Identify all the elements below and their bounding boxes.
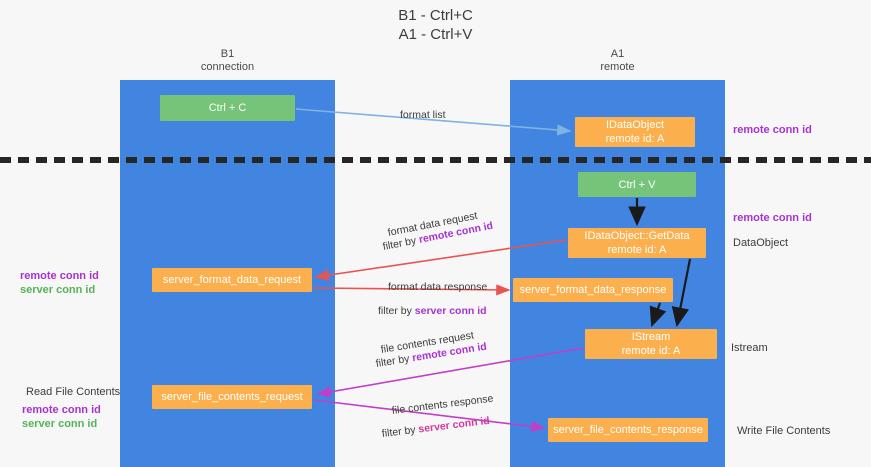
node-server-file-contents-response[interactable]: server_file_contents_response (548, 418, 708, 442)
left-note-conn-ids-1: remote conn id server conn id (20, 269, 99, 297)
node-istream-sub: remote id: A (621, 345, 681, 357)
right-note-remote-conn-id-top: remote conn id (733, 124, 812, 136)
node-istream-label: IStream (631, 331, 671, 343)
node-getdata-sub: remote id: A (607, 244, 667, 256)
node-server-format-data-request[interactable]: server_format_data_request (152, 268, 312, 292)
node-server-format-data-request-label: server_format_data_request (162, 274, 302, 286)
left-note-server-conn-id-2: server conn id (22, 418, 98, 430)
right-note-remote-conn-id-mid: remote conn id (733, 212, 812, 224)
right-note-write-file-contents: Write File Contents (737, 425, 831, 437)
filter-server-1-key: server conn id (414, 305, 487, 317)
lane-header-a1-sub: remote (600, 61, 635, 73)
node-ctrl-c[interactable]: Ctrl + C (160, 95, 295, 121)
edge-label-format-list: format list (400, 109, 446, 121)
left-note-conn-ids-2: remote conn id server conn id (22, 403, 101, 431)
node-idataobject-label: IDataObject (605, 119, 665, 131)
node-ctrl-v-label: Ctrl + V (618, 178, 656, 191)
node-server-file-contents-request-label: server_file_contents_request (161, 391, 303, 403)
lane-header-b1-name: B1 (220, 48, 235, 60)
node-server-file-contents-request[interactable]: server_file_contents_request (152, 385, 312, 409)
node-idataobject[interactable]: IDataObject remote id: A (575, 117, 695, 147)
left-note-server-conn-id-1: server conn id (20, 284, 96, 296)
title-line-2: A1 - Ctrl+V (398, 26, 473, 43)
node-istream[interactable]: IStream remote id: A (585, 329, 717, 359)
node-server-format-data-response-label: server_format_data_response (519, 284, 667, 296)
lane-header-b1-sub: connection (200, 61, 255, 73)
node-getdata-label: IDataObject::GetData (584, 230, 690, 242)
edge-label-filter-server-1: filter by server conn id (378, 305, 487, 318)
filter-server-1-prefix: filter by (378, 305, 415, 317)
lane-header-a1: A1 remote (510, 48, 725, 74)
lane-header-b1: B1 connection (120, 48, 335, 74)
left-note-read-file-contents-group: Read File Contents (26, 385, 120, 399)
page-title: B1 - Ctrl+C A1 - Ctrl+V (0, 6, 871, 44)
node-getdata[interactable]: IDataObject::GetData remote id: A (568, 228, 706, 258)
node-server-format-data-response[interactable]: server_format_data_response (513, 278, 673, 302)
node-server-file-contents-response-label: server_file_contents_response (553, 424, 703, 436)
right-note-dataobject: DataObject (733, 237, 789, 249)
left-note-read-file-contents: Read File Contents (26, 386, 121, 398)
right-note-istream: Istream (731, 342, 768, 354)
node-idataobject-sub: remote id: A (605, 133, 665, 145)
node-ctrl-c-label: Ctrl + C (208, 102, 247, 114)
edge-label-format-data-response: format data response (388, 281, 488, 293)
title-line-1: B1 - Ctrl+C (398, 7, 473, 24)
left-note-remote-conn-id-2: remote conn id (22, 404, 101, 416)
lane-header-a1-name: A1 (610, 48, 625, 60)
node-ctrl-v[interactable]: Ctrl + V (578, 172, 696, 197)
left-note-remote-conn-id-1: remote conn id (20, 270, 99, 282)
